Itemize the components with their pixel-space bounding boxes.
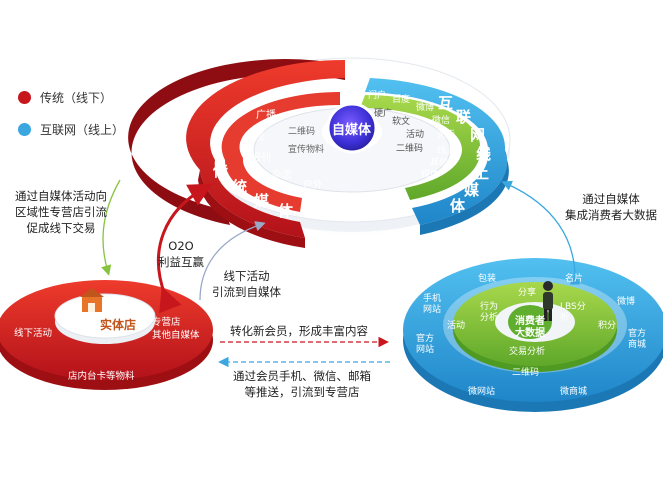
- store-disc: [0, 280, 213, 390]
- internet-char-4: 线: [476, 145, 492, 163]
- data-outer-weibo: 微博: [617, 297, 636, 307]
- data-outer-microsite: 微网站: [468, 387, 496, 397]
- internet-char-3: 网: [470, 126, 486, 144]
- center-label: 自媒体: [332, 123, 372, 138]
- right-item-softad: 软文: [392, 117, 411, 127]
- data-outer-micromall: 微商城: [560, 387, 588, 397]
- left-item-promo: 宣传物料: [288, 145, 325, 155]
- note-o2o: O2O 利益互赢: [158, 239, 204, 269]
- left-item-qrcode: 二维码: [288, 127, 316, 137]
- store-item-offline: 线下活动: [14, 328, 53, 339]
- data-outer-mobile: 手机网站: [423, 294, 442, 315]
- right-item-forum: 论坛: [437, 130, 456, 140]
- note-right: 通过自媒体 集成消费者大数据: [565, 192, 657, 222]
- store-icon: [80, 288, 104, 312]
- traditional-char-2: 统: [232, 178, 248, 196]
- right-item-portal: 门户: [368, 91, 387, 101]
- internet-char-7: 体: [450, 197, 466, 215]
- right-item-media: 媒体: [421, 170, 440, 180]
- traditional-char-3: 媒: [254, 192, 270, 210]
- right-item-wechat: 微信: [432, 116, 451, 126]
- right-item-hardad: 硬广: [374, 109, 393, 119]
- legend-traditional-label: 传统（线下）: [40, 91, 113, 105]
- left-item-broadcast: 广播: [256, 110, 276, 121]
- left-item-tv: 电视: [244, 132, 264, 143]
- data-inner-qrcode: 二维码: [512, 368, 540, 378]
- data-outer-namecard: 名片: [565, 274, 584, 284]
- internet-ring: [365, 78, 508, 225]
- arrow-o2o: [156, 183, 213, 314]
- internet-char-6: 媒: [464, 181, 480, 199]
- legend-dot-red: [18, 91, 31, 104]
- data-outer-package: 包装: [478, 274, 497, 284]
- data-disc: [403, 258, 663, 412]
- data-outer-site: 官方网站: [416, 334, 435, 355]
- arrow-left-green: [101, 179, 121, 276]
- legend-traditional: 传统（线下）: [18, 89, 112, 106]
- center-disc: [128, 55, 525, 248]
- store-item-tablecards: 店内台卡等物料: [68, 371, 135, 382]
- note-blue-arrow: 通过会员手机、微信、邮箱 等推送，引流到专营店: [233, 369, 371, 399]
- legend-internet: 互联网（线上）: [18, 121, 124, 138]
- data-inner-points: 积分: [598, 321, 617, 331]
- data-inner-activity: 活动: [447, 321, 466, 331]
- store-label: 实体店: [100, 318, 137, 332]
- note-offline: 线下活动 引流到自媒体: [212, 269, 281, 299]
- right-item-qrcode: 二维码: [396, 144, 424, 154]
- note-red-arrow: 转化新会员，形成丰富内容: [230, 324, 368, 338]
- left-item-newspaper: 报刊: [251, 153, 271, 164]
- data-inner-lbs: LBS分析: [560, 302, 586, 323]
- traditional-ring: [186, 59, 345, 239]
- data-inner-share: 分享: [518, 288, 537, 298]
- left-item-magazine: 杂志: [272, 170, 292, 181]
- right-item-online: 线上: [437, 146, 456, 156]
- legend-internet-label: 互联网（线上）: [40, 123, 125, 137]
- arrow-right-blue: [501, 180, 581, 285]
- data-outer-mall: 官方商城: [628, 329, 647, 350]
- data-inner-trade: 交易分析: [509, 347, 546, 357]
- store-item-shop: 专营店: [152, 317, 181, 328]
- right-item-activity: 活动: [406, 130, 425, 140]
- arrow-offline: [199, 221, 266, 301]
- internet-char-2: 联: [456, 108, 472, 126]
- traditional-char-1: 传: [213, 162, 229, 180]
- traditional-char-4: 体: [278, 202, 294, 220]
- legend-dot-blue: [18, 123, 31, 136]
- data-center-label: 消费者大数据: [515, 316, 545, 339]
- data-inner-behavior: 行为分析: [480, 302, 499, 323]
- internet-char-1: 互: [438, 94, 454, 112]
- store-item-other: 其他自媒体: [152, 330, 200, 341]
- right-item-other: 其他: [430, 158, 449, 168]
- right-item-baidu: 百度: [392, 95, 411, 105]
- left-item-outdoor: 户外: [303, 180, 323, 191]
- note-left: 通过自媒体活动向 区域性专营店引流 促成线下交易: [15, 189, 107, 235]
- right-item-weibo: 微博: [416, 103, 435, 113]
- internet-char-5: 上: [474, 164, 490, 182]
